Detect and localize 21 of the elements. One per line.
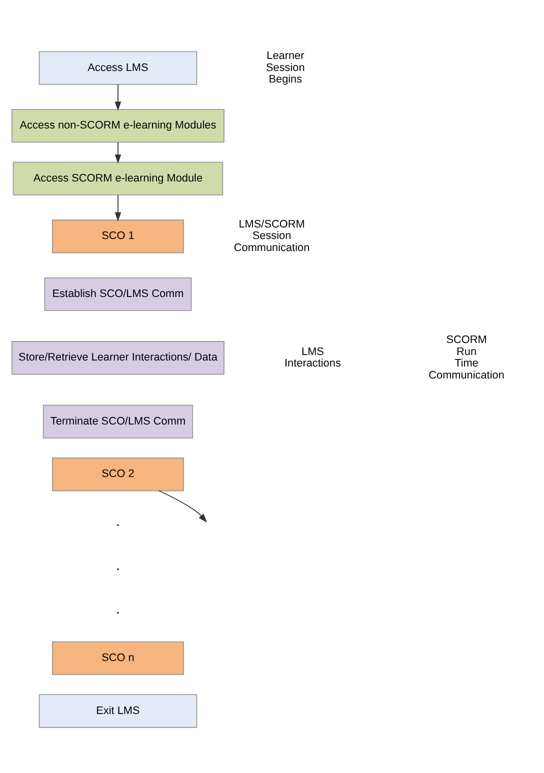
node-box: Access SCORM e-learning Module [12, 161, 224, 195]
node-box: Terminate SCO/LMS Comm [42, 404, 194, 438]
node-box: Exit LMS [38, 694, 198, 728]
label: . [116, 514, 120, 530]
label: . [116, 557, 120, 574]
node-box: SCO 2 [52, 457, 184, 491]
label: . [116, 600, 120, 617]
label: SCORM Run Time Communication [428, 333, 504, 381]
node-box: Access LMS [38, 50, 198, 84]
arrow [114, 194, 122, 221]
node-box: Access non-SCORM e-learning Modules [12, 108, 224, 142]
node-box: Store/Retrieve Learner Interactions/ Data [12, 340, 224, 374]
node-box: SCO 1 [52, 219, 184, 253]
node-box: Establish SCO/LMS Comm [44, 276, 192, 310]
arrow [158, 490, 208, 522]
label: LMS Interactions [284, 345, 341, 370]
arrow [114, 84, 122, 110]
arrow [114, 141, 122, 164]
label: Learner Session Begins [266, 50, 305, 86]
node-box: SCO n [52, 640, 184, 675]
label: LMS/SCORM Session Communication [234, 218, 310, 254]
